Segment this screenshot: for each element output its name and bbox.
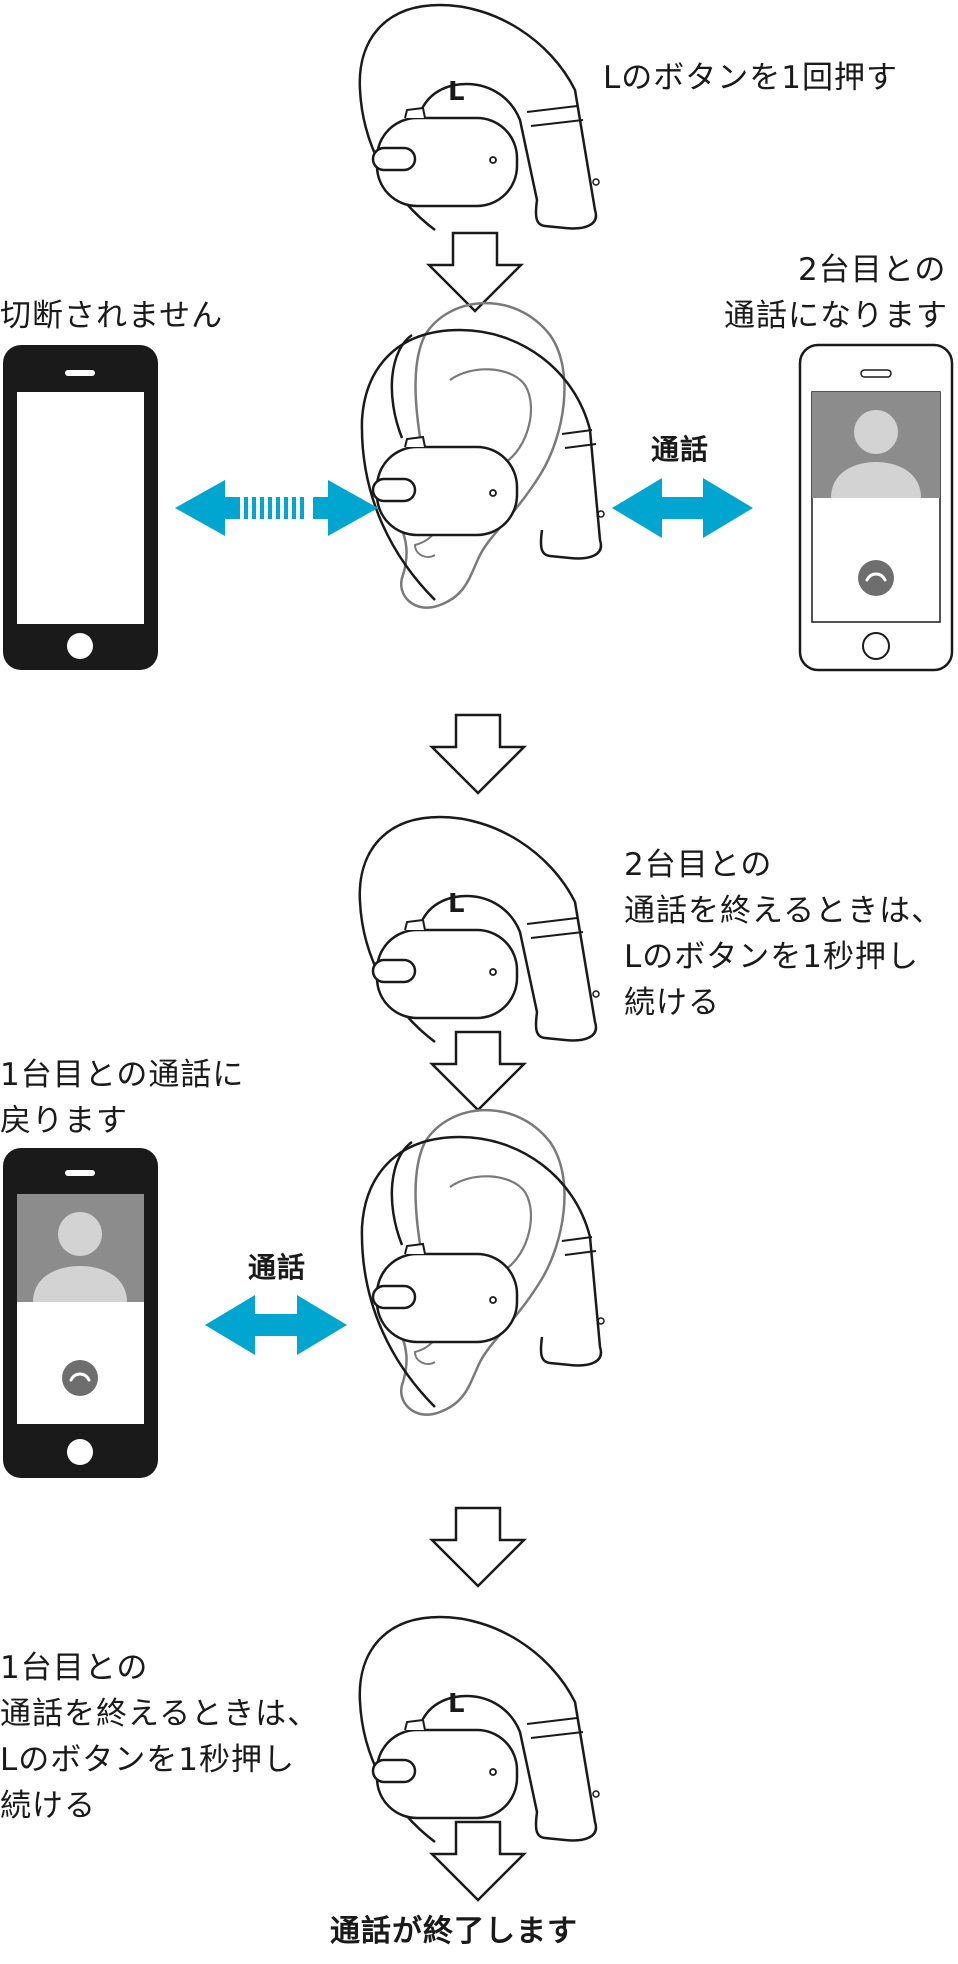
note-second-call-line1: 2台目との — [798, 252, 947, 288]
down-arrow-icon — [430, 1030, 526, 1112]
instruction-end-second-4: 続ける — [624, 985, 720, 1021]
earbud-icon — [360, 328, 605, 601]
call-label: 通話 — [248, 1251, 307, 1284]
down-arrow-icon — [430, 713, 526, 795]
instruction-end-first-3: Lのボタンを1秒押し — [0, 1742, 295, 1778]
note-back-first-2: 戻ります — [0, 1103, 128, 1139]
instruction-end-second-1: 2台目との — [624, 847, 773, 883]
note-back-first-1: 1台目との通話に — [0, 1057, 245, 1093]
earbud-label: L — [448, 77, 466, 107]
instruction-end-second-2: 通話を終えるときは、 — [624, 893, 944, 929]
double-arrow-icon — [175, 480, 378, 536]
earbud-icon — [358, 1615, 601, 1844]
down-arrow-icon — [427, 231, 523, 313]
earbud-icon — [360, 1135, 605, 1408]
note-second-call-line2: 通話になります — [724, 298, 948, 334]
double-arrow-icon — [205, 1295, 347, 1355]
avatar-icon — [831, 410, 921, 498]
double-arrow-icon — [612, 478, 753, 538]
smartphone-icon — [3, 345, 158, 670]
instruction-end-first-4: 続ける — [0, 1788, 96, 1824]
call-label: 通話 — [651, 433, 710, 466]
earbud-icon — [358, 3, 601, 232]
earbud-label: L — [448, 889, 466, 919]
hang-up-icon — [858, 560, 894, 596]
down-arrow-icon — [430, 1506, 526, 1588]
instruction-end-first-1: 1台目との — [0, 1650, 149, 1686]
down-arrow-icon — [430, 1820, 526, 1902]
smartphone-icon — [1, 1146, 160, 1480]
instruction-end-second-3: Lのボタンを1秒押し — [624, 939, 919, 975]
instruction-press-once: Lのボタンを1回押す — [603, 60, 898, 96]
note-not-disconnected: 切断されません — [0, 298, 224, 334]
smartphone-icon — [798, 343, 954, 672]
earbud-icon — [358, 815, 601, 1044]
earbud-label: L — [448, 1689, 466, 1719]
instruction-end-first-2: 通話を終えるときは、 — [0, 1696, 320, 1732]
final-result: 通話が終了します — [330, 1914, 578, 1949]
